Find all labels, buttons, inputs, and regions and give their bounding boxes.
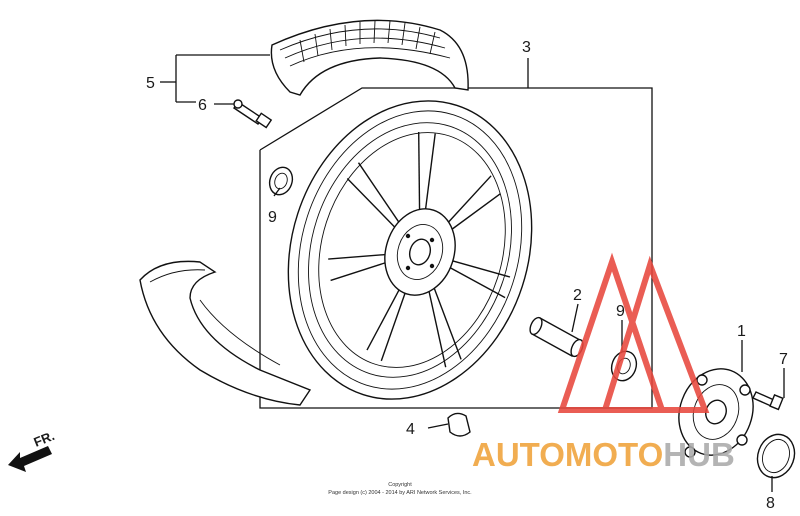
spoke-edge-2-0: [380, 286, 409, 362]
callout-9-left: 9: [268, 209, 277, 226]
callout-6: 6: [198, 97, 207, 114]
copyright-line-1: Copyright: [388, 482, 412, 488]
spoke-edge-5-0: [418, 131, 421, 215]
front-direction-arrow: FR.: [8, 428, 57, 472]
spoke-edge-0-1: [447, 265, 506, 299]
callout-2: 2: [573, 287, 582, 304]
spoke-edge-3-1: [328, 253, 391, 260]
wheel-spokes: [328, 131, 511, 368]
spoke-edge-0-0: [449, 259, 511, 278]
svg-text:AUTOMOTOHUB: AUTOMOTOHUB: [472, 436, 735, 473]
tire-lower[interactable]: [139, 260, 312, 406]
wheel-hub: [384, 208, 456, 296]
spoke-edge-6-1: [445, 193, 501, 235]
spoke-edge-5-1: [424, 133, 436, 215]
spoke-edge-4-0: [346, 178, 397, 230]
wheel-assembly-frame: [259, 58, 653, 409]
bearing-left[interactable]: [266, 164, 296, 198]
spoke-edge-1-1: [427, 288, 447, 368]
o-ring[interactable]: [752, 429, 800, 483]
distance-collar[interactable]: [528, 316, 586, 359]
callout-3: 3: [522, 39, 531, 56]
callout-8: 8: [766, 495, 775, 512]
direction-label: FR.: [32, 428, 57, 450]
leader-lines: [160, 54, 785, 492]
callout-5: 5: [146, 75, 155, 92]
spoke-edge-3-0: [330, 260, 392, 282]
callout-1: 1: [737, 323, 746, 340]
copyright-block: Copyright Page design (c) 2004 - 2014 by…: [328, 482, 472, 496]
spoke-edge-1-0: [432, 285, 462, 360]
tire-upper[interactable]: [270, 19, 469, 96]
callout-7: 7: [779, 351, 788, 368]
tire-valve[interactable]: [233, 99, 273, 129]
callout-labels: 3 5 6 9 2 9 1 7 4 8: [146, 39, 788, 512]
watermark-text-1: AUTOMOTO: [472, 436, 663, 473]
spoke-edge-2-1: [366, 282, 404, 351]
callout-4: 4: [406, 421, 415, 438]
watermark: AUTOMOTOHUB: [472, 252, 735, 473]
copyright-line-2: Page design (c) 2004 - 2014 by ARI Netwo…: [328, 490, 472, 496]
flange-bolt[interactable]: [752, 391, 784, 411]
callout-9-right: 9: [616, 303, 625, 320]
spoke-edge-4-1: [357, 162, 401, 225]
spoke-edge-6-0: [442, 175, 492, 229]
clip-part[interactable]: [427, 412, 471, 437]
watermark-text-2: HUB: [663, 436, 735, 473]
